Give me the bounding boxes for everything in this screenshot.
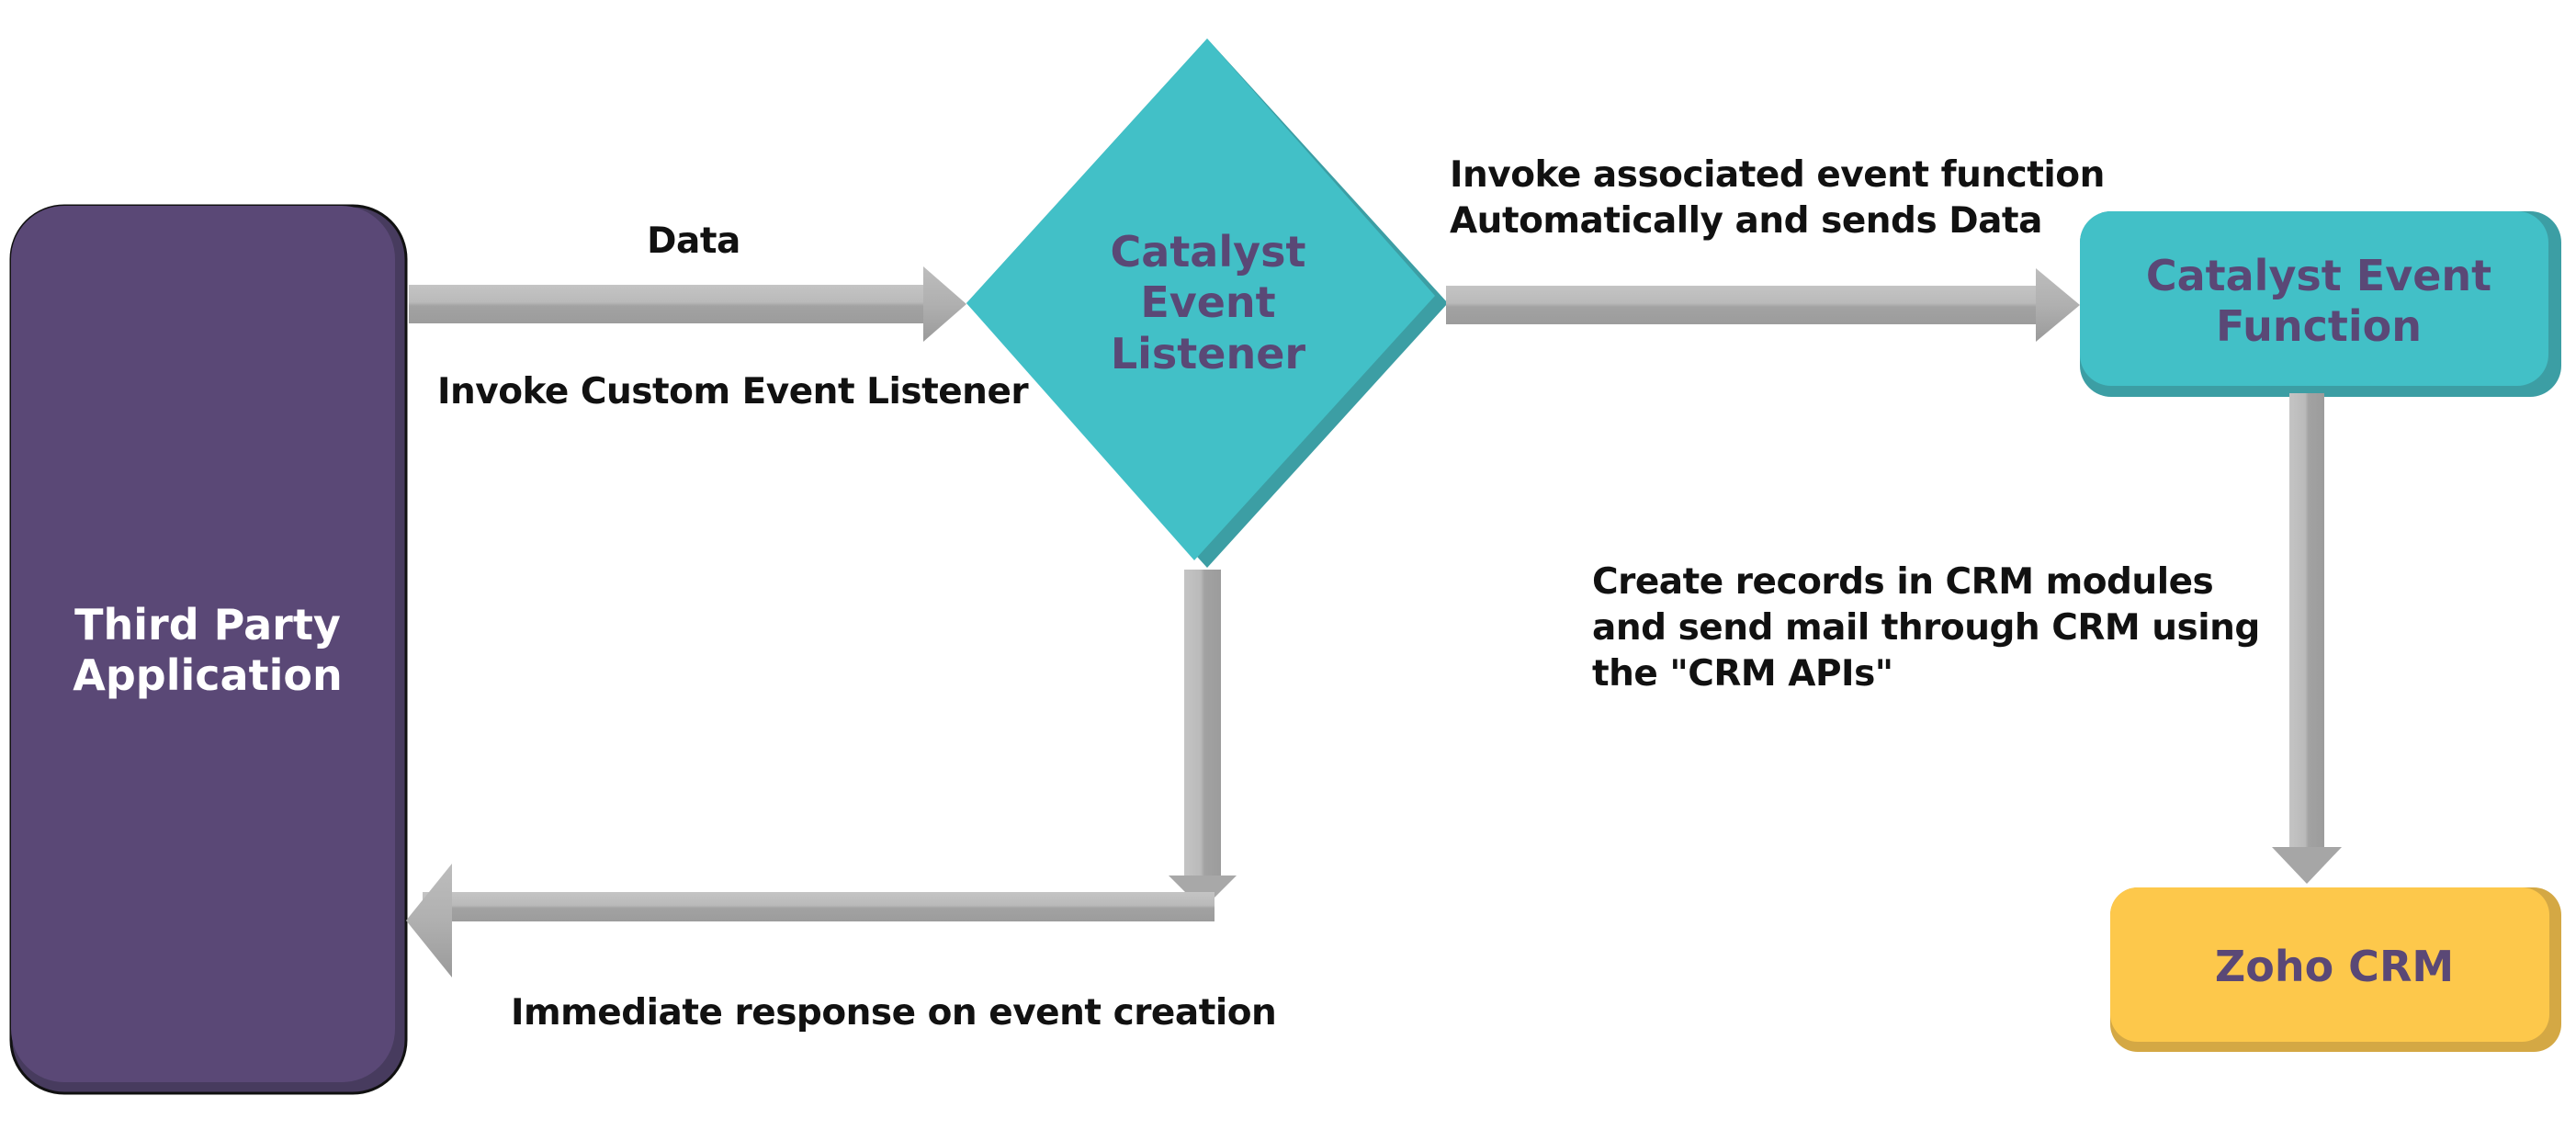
- arrow-response-to-third-party: [406, 864, 1215, 977]
- edge-label-crm-apis: Create records in CRM modules and send m…: [1592, 561, 2260, 695]
- edge-label-immediate-response: Immediate response on event creation: [511, 992, 1277, 1034]
- arrow-function-to-crm: [2272, 393, 2342, 884]
- zoho-crm-label: Zoho CRM: [2214, 942, 2455, 992]
- catalyst-event-function-node[interactable]: [2080, 211, 2561, 397]
- arrow-listener-down: [1169, 570, 1237, 909]
- arrow-listener-to-function: [1446, 268, 2080, 342]
- third-party-application-node[interactable]: [9, 204, 408, 1095]
- edge-label-invoke-event-function: Invoke associated event function Automat…: [1450, 154, 2105, 242]
- edge-label-invoke-custom-event-listener: Invoke Custom Event Listener: [437, 371, 1029, 412]
- zoho-crm-node[interactable]: [2110, 887, 2561, 1052]
- arrow-data-to-listener: [409, 266, 966, 342]
- edge-label-data: Data: [647, 220, 740, 262]
- catalyst-event-listener-node[interactable]: [966, 39, 1448, 568]
